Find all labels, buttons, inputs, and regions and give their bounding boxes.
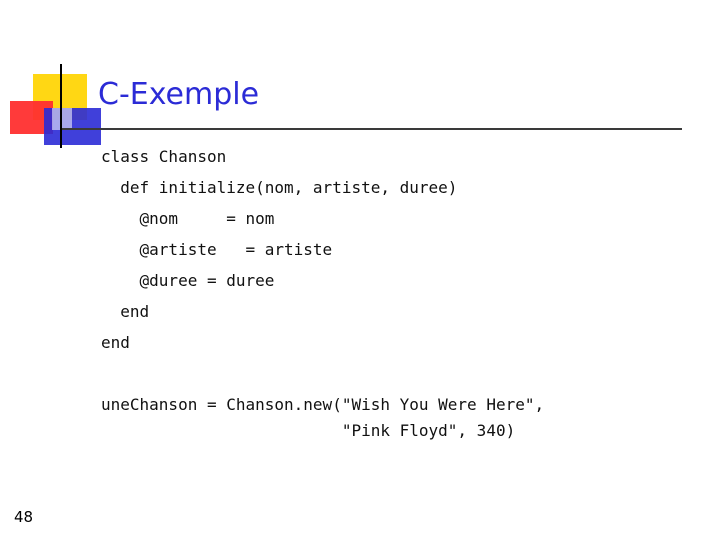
code-line: "Pink Floyd", 340) xyxy=(101,421,516,440)
code-line: uneChanson = Chanson.new("Wish You Were … xyxy=(101,395,545,414)
code-line: @artiste = artiste xyxy=(101,240,333,259)
title-underline xyxy=(62,128,682,130)
code-line: class Chanson xyxy=(101,147,227,166)
logo-vertical-line xyxy=(60,64,62,148)
slide-title: C-Exemple xyxy=(98,77,260,112)
code-block: class Chanson def initialize(nom, artist… xyxy=(101,144,701,474)
code-line: @nom = nom xyxy=(101,209,275,228)
code-line: end xyxy=(101,302,150,321)
slide-logo xyxy=(0,0,120,160)
code-line: @duree = duree xyxy=(101,271,275,290)
code-line: end xyxy=(101,333,130,352)
logo-highlight-square xyxy=(52,108,72,130)
code-line: def initialize(nom, artiste, duree) xyxy=(101,178,458,197)
slide-number: 48 xyxy=(14,508,34,526)
